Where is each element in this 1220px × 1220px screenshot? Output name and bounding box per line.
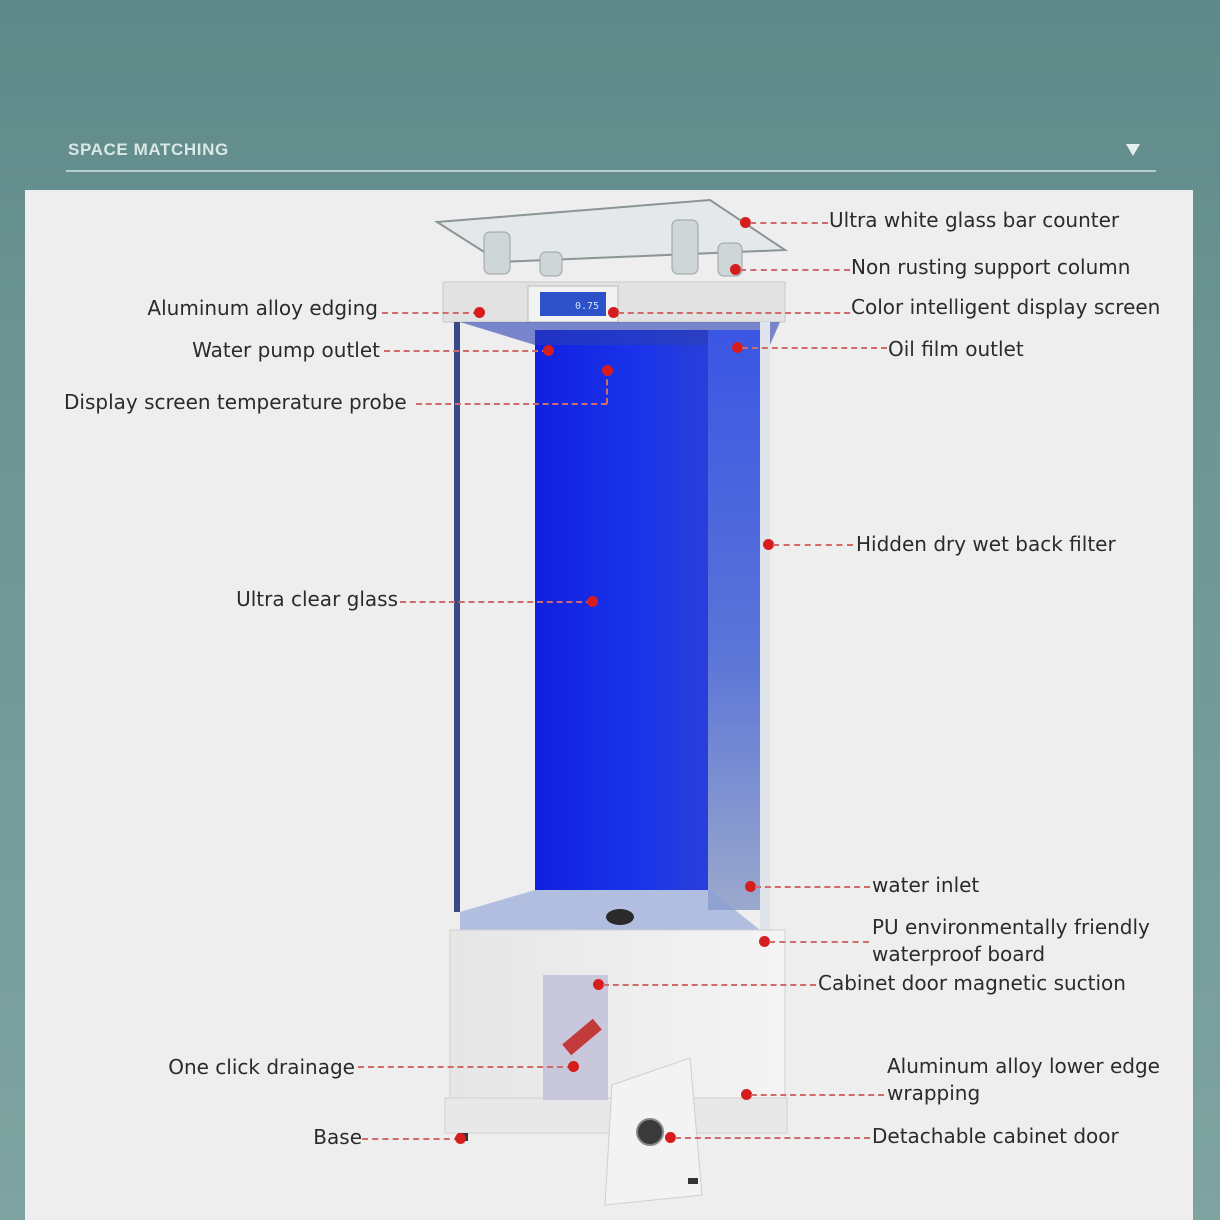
marker-dot [474, 307, 485, 318]
marker-dot [593, 979, 604, 990]
leader-line [755, 886, 870, 888]
marker-dot [568, 1061, 579, 1072]
marker-dot [543, 345, 554, 356]
marker-dot [740, 217, 751, 228]
leader-line [618, 312, 850, 314]
leader-line [751, 1094, 884, 1096]
header-title: SPACE MATCHING [68, 140, 229, 159]
marker-dot [665, 1132, 676, 1143]
label-water-inlet: water inlet [872, 873, 980, 897]
marker-dot [608, 307, 619, 318]
label-aluminum-alloy-edging: Aluminum alloy edging [147, 296, 378, 320]
marker-dot [730, 264, 741, 275]
leader-line [358, 1066, 573, 1068]
leader-line [742, 347, 887, 349]
leader-line [400, 601, 592, 603]
label-cabinet-door-magnetic-suction: Cabinet door magnetic suction [818, 971, 1126, 995]
leader-line [675, 1137, 870, 1139]
label-display-screen-temperature-probe: Display screen temperature probe [64, 390, 407, 414]
leader-line [382, 312, 479, 314]
marker-dot [741, 1089, 752, 1100]
label-oil-film-outlet: Oil film outlet [888, 337, 1024, 361]
label-non-rusting-support-column: Non rusting support column [851, 255, 1131, 279]
leader-line [606, 370, 608, 404]
label-detachable-cabinet-door: Detachable cabinet door [872, 1124, 1119, 1148]
marker-dot [759, 936, 770, 947]
label-base: Base [313, 1125, 362, 1149]
label-water-pump-outlet: Water pump outlet [192, 338, 380, 362]
marker-dot [602, 365, 613, 376]
label-ultra-white-glass-bar-counter: Ultra white glass bar counter [829, 208, 1120, 232]
leader-line [769, 941, 869, 943]
marker-dot [763, 539, 774, 550]
leader-line [750, 222, 828, 224]
leader-line [773, 544, 853, 546]
label-pu-environmentally-friendly-waterproof-board: PU environmentally friendly waterproof b… [872, 915, 1150, 966]
leader-line [362, 1138, 460, 1140]
marker-dot [587, 596, 598, 607]
caret-down-icon[interactable] [1126, 144, 1140, 156]
header-divider [66, 170, 1156, 172]
label-ultra-clear-glass: Ultra clear glass [236, 587, 398, 611]
label-hidden-dry-wet-back-filter: Hidden dry wet back filter [856, 532, 1116, 556]
label-one-click-drainage: One click drainage [168, 1055, 355, 1079]
leader-line [740, 269, 850, 271]
leader-line [384, 350, 548, 352]
label-aluminum-alloy-lower-edge-wrapping: Aluminum alloy lower edge wrapping [887, 1054, 1160, 1105]
marker-dot [732, 342, 743, 353]
label-color-intelligent-display-screen: Color intelligent display screen [851, 295, 1161, 319]
leader-line [416, 403, 607, 405]
svg-text:0.75: 0.75 [575, 301, 599, 312]
marker-dot [455, 1133, 466, 1144]
marker-dot [745, 881, 756, 892]
leader-line [603, 984, 816, 986]
